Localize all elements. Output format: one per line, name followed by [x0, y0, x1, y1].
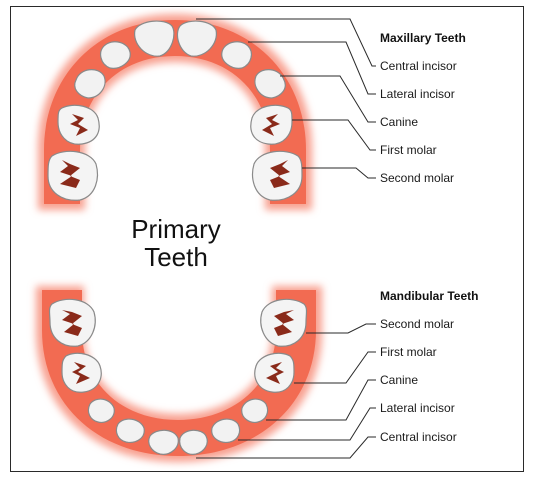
- lower-label-second-molar: Second molar: [380, 317, 454, 331]
- maxillary-heading: Maxillary Teeth: [380, 31, 466, 45]
- lower-right-canine-icon: [242, 399, 268, 422]
- lower-label-canine: Canine: [380, 373, 418, 387]
- upper-left-first-molar-icon: [58, 105, 99, 144]
- lower-right-second-molar-icon: [261, 299, 307, 346]
- upper-label-lateral-incisor: Lateral incisor: [380, 87, 455, 101]
- lower-left-central-incisor-icon: [149, 430, 179, 454]
- lower-right-central-incisor-icon: [180, 430, 208, 454]
- lower-right-lateral-incisor-icon: [212, 419, 240, 442]
- lower-label-first-molar: First molar: [380, 345, 437, 359]
- lower-label-lateral-incisor: Lateral incisor: [380, 401, 455, 415]
- upper-right-second-molar-icon: [253, 151, 302, 200]
- leader-upper-second-molar: [302, 168, 376, 178]
- upper-label-central-incisor: Central incisor: [380, 59, 457, 73]
- lower-left-canine-icon: [88, 399, 114, 422]
- upper-right-first-molar-icon: [251, 105, 292, 144]
- lower-left-first-molar-icon: [62, 353, 101, 392]
- upper-left-second-molar-icon: [48, 151, 97, 200]
- lower-left-lateral-incisor-icon: [116, 419, 144, 442]
- lower-left-second-molar-icon: [50, 299, 96, 346]
- mandibular-heading: Mandibular Teeth: [380, 289, 478, 303]
- center-title-line2: Teeth: [144, 242, 208, 272]
- lower-right-first-molar-icon: [255, 353, 294, 392]
- upper-label-second-molar: Second molar: [380, 171, 454, 185]
- upper-label-first-molar: First molar: [380, 143, 437, 157]
- lower-label-central-incisor: Central incisor: [380, 430, 457, 444]
- center-title-line1: Primary: [131, 214, 221, 244]
- upper-label-canine: Canine: [380, 115, 418, 129]
